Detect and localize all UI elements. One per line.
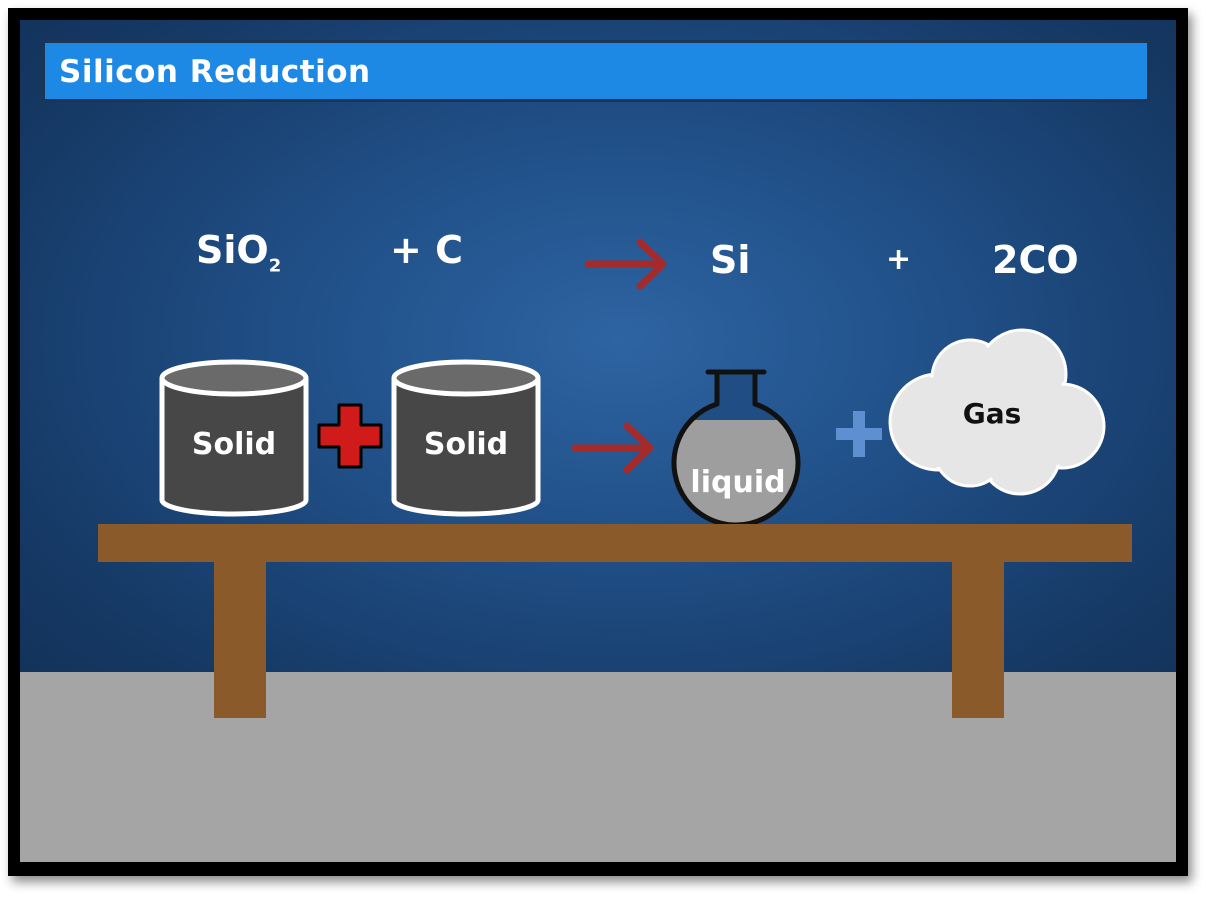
gas-cloud: Gas xyxy=(888,328,1106,496)
product-si: Si xyxy=(710,238,751,282)
product-2co: 2CO xyxy=(992,238,1079,282)
red-plus-icon xyxy=(317,403,383,469)
gas-label: Gas xyxy=(963,397,1022,430)
slide-frame: Silicon Reduction SiO2 + C Si + 2CO Soli… xyxy=(8,8,1188,876)
title-bar: Silicon Reduction xyxy=(42,40,1150,102)
liquid-label: liquid xyxy=(690,465,785,500)
slide-title: Silicon Reduction xyxy=(59,54,371,90)
plus-sign-equation: + xyxy=(886,242,912,277)
solid-container-1: Solid xyxy=(159,359,309,517)
reaction-arrow-icon xyxy=(571,422,654,474)
reaction-diagram: Solid Solid xyxy=(98,238,1132,718)
solid-label-2: Solid xyxy=(424,427,508,462)
table xyxy=(98,524,1132,718)
plus-carbon: + C xyxy=(390,228,463,272)
liquid-flask: liquid xyxy=(671,369,801,528)
equation-arrow-icon xyxy=(584,238,667,290)
blue-plus-icon xyxy=(836,411,882,457)
slide-scene: Silicon Reduction SiO2 + C Si + 2CO Soli… xyxy=(20,20,1176,862)
reactant-subscript: 2 xyxy=(268,255,282,277)
reactant-sio-label: SiO xyxy=(196,228,269,272)
solid-container-2: Solid xyxy=(391,359,541,517)
reactant-sio2: SiO2 xyxy=(196,228,281,277)
solid-label-1: Solid xyxy=(192,427,276,462)
